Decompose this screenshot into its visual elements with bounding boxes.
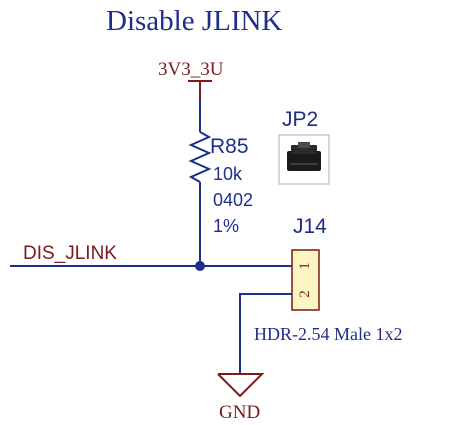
header-pin-2: 2 xyxy=(297,290,313,298)
resistor-tolerance: 1% xyxy=(213,216,239,236)
header-ref: J14 xyxy=(293,215,327,238)
wire-header-ground xyxy=(239,293,292,374)
jumper-ref: JP2 xyxy=(282,108,318,131)
ground-icon xyxy=(217,373,265,398)
header-pin-1: 1 xyxy=(297,262,313,270)
resistor-package: 0402 xyxy=(213,190,253,210)
header-body xyxy=(291,249,320,311)
resistor-value: 10k xyxy=(213,164,243,184)
ground-net-label: GND xyxy=(219,402,260,423)
resistor-symbol xyxy=(188,131,212,183)
schematic-title: Disable JLINK xyxy=(106,5,282,37)
resistor-ref: R85 xyxy=(210,135,249,158)
power-port-3v3: 3V3_3U xyxy=(158,59,224,100)
jumper-icon xyxy=(278,134,330,185)
junction-dot xyxy=(195,261,205,271)
signal-net-label: DIS_JLINK xyxy=(23,243,117,264)
header-description: HDR-2.54 Male 1x2 xyxy=(254,324,402,344)
power-net-label: 3V3_3U xyxy=(158,59,224,80)
